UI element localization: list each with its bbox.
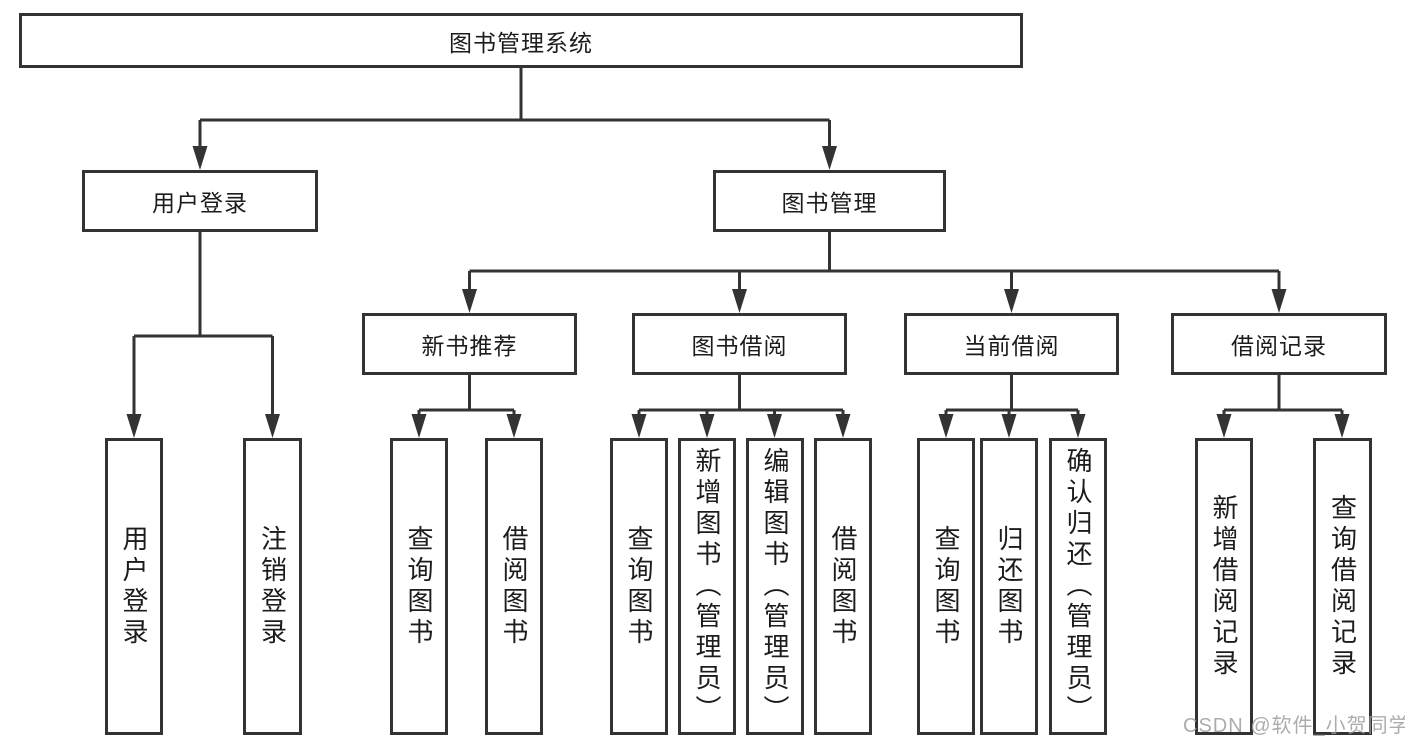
leaf-user-login: 用户登录 xyxy=(105,438,163,735)
leaf-borrow-books-recommend: 借阅图书 xyxy=(485,438,543,735)
node-book-borrow: 图书借阅 xyxy=(632,313,847,375)
arrowhead xyxy=(1004,289,1019,313)
node-book-management: 图书管理 xyxy=(713,170,946,232)
node-root-book-management-system: 图书管理系统 xyxy=(19,13,1023,68)
node-new-book-recommend: 新书推荐 xyxy=(362,313,577,375)
connector-book-management-to-level2 xyxy=(462,232,1287,313)
node-current-borrow: 当前借阅 xyxy=(904,313,1119,375)
node-borrow-records: 借阅记录 xyxy=(1171,313,1387,375)
arrowhead xyxy=(732,289,747,313)
arrowhead xyxy=(767,414,782,438)
connector-line xyxy=(132,232,274,418)
leaf-query-borrow-record: 查询借阅记录 xyxy=(1313,438,1372,735)
connector-line xyxy=(417,375,516,420)
arrowhead xyxy=(1070,414,1086,438)
csdn-watermark: CSDN @软件_小贺同学 xyxy=(1183,715,1405,737)
connector-borrow-records-to-leaves xyxy=(1216,375,1350,438)
arrowhead xyxy=(938,414,954,438)
connector-line xyxy=(1222,375,1344,420)
connector-line xyxy=(944,375,1080,420)
connector-current-borrow-to-leaves xyxy=(938,375,1086,438)
arrowhead xyxy=(1271,289,1287,313)
leaf-add-borrow-record: 新增借阅记录 xyxy=(1195,438,1253,735)
arrowhead xyxy=(411,414,427,438)
arrowhead xyxy=(1001,414,1017,438)
leaf-query-books-recommend: 查询图书 xyxy=(390,438,448,735)
arrowhead xyxy=(699,414,715,438)
arrowhead xyxy=(1334,414,1350,438)
connector-new-book-recommend-to-leaves xyxy=(411,375,522,438)
node-user-login: 用户登录 xyxy=(82,170,318,232)
connector-book-borrow-to-leaves xyxy=(631,375,851,438)
connector-user-login-to-leaves xyxy=(126,232,280,438)
leaf-query-books-borrow: 查询图书 xyxy=(610,438,668,735)
connector-line xyxy=(198,68,831,150)
arrowhead xyxy=(126,414,142,438)
arrowhead xyxy=(506,414,522,438)
connector-line xyxy=(468,232,1281,295)
leaf-edit-book-admin: 编辑图书（管理员） xyxy=(746,438,804,735)
leaf-logout: 注销登录 xyxy=(243,438,302,735)
arrowhead xyxy=(822,146,837,170)
arrowhead xyxy=(631,414,647,438)
arrowhead xyxy=(835,414,851,438)
leaf-return-books: 归还图书 xyxy=(980,438,1038,735)
connector-line xyxy=(637,375,845,420)
arrowhead xyxy=(265,414,280,438)
leaf-borrow-books-borrow: 借阅图书 xyxy=(814,438,872,735)
leaf-confirm-return-admin: 确认归还（管理员） xyxy=(1049,438,1107,735)
leaf-add-book-admin: 新增图书（管理员） xyxy=(678,438,736,735)
arrowhead xyxy=(462,289,477,313)
arrowhead xyxy=(1216,414,1232,438)
leaf-query-books-current: 查询图书 xyxy=(917,438,975,735)
arrowhead xyxy=(192,146,208,170)
connector-root-to-level1 xyxy=(192,68,837,170)
